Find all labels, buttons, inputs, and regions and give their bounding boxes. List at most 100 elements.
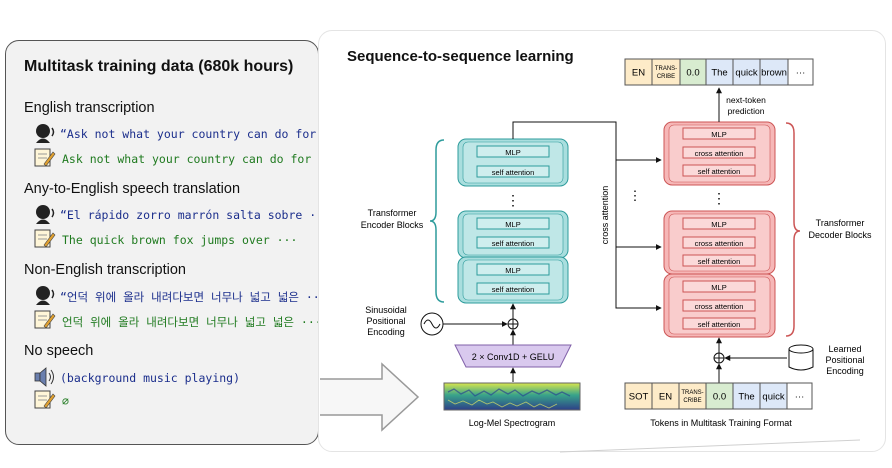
token-label: 0.0	[713, 392, 726, 403]
section-heading-translation: Any-to-English speech translation	[24, 181, 241, 197]
self-attention-label: self attention	[698, 320, 741, 329]
token-box	[651, 58, 681, 86]
mlp-label: MLP	[711, 283, 726, 292]
memo-icon	[34, 310, 56, 329]
mlp-label: MLP	[711, 220, 726, 229]
token-label: The	[738, 392, 754, 403]
decoder-block: MLP cross attention self attention	[663, 210, 776, 275]
token-label: TRANS-	[681, 390, 703, 396]
token-label: quick	[735, 68, 757, 79]
decoder-brace	[785, 122, 801, 337]
conv-label: 2 × Conv1D + GELU	[472, 352, 555, 362]
token-label: EN	[659, 392, 672, 403]
input-token-row: SOT EN TRANS- CRIBE 0.0 The quick ···	[624, 382, 813, 410]
next-token-label: next-token	[726, 95, 766, 105]
self-attention-label: self attention	[698, 257, 741, 266]
left-panel-icons	[34, 124, 56, 409]
memo-icon	[34, 229, 56, 248]
cross-attention-label: cross attention	[600, 186, 610, 245]
cross-attention-label: cross attention	[695, 239, 744, 248]
next-token-label: prediction	[728, 106, 765, 116]
token-label: SOT	[629, 392, 649, 403]
memo-icon	[34, 148, 56, 167]
encoder-block: MLP self attention	[457, 138, 569, 187]
diagram-card	[318, 30, 886, 452]
sinusoidal-label: Sinusoidal	[365, 305, 407, 315]
learned-label: Positional	[825, 355, 864, 365]
section-heading-non-english: Non-English transcription	[24, 262, 186, 278]
memo-icon	[34, 390, 56, 409]
decoder-block: MLP cross attention self attention	[663, 273, 776, 338]
token-label: CRIBE	[683, 398, 701, 404]
token-box	[624, 382, 653, 410]
learned-label: Encoding	[826, 366, 864, 376]
token-label: The	[711, 68, 727, 79]
encoder-label: Encoder Blocks	[361, 220, 424, 230]
speaking-head-icon	[36, 205, 55, 224]
token-box	[786, 382, 813, 410]
section-heading-english-transcription: English transcription	[24, 100, 155, 116]
tokens-label: Tokens in Multitask Training Format	[650, 418, 792, 428]
decoder-label: Decoder Blocks	[808, 230, 872, 240]
panel-title: Multitask training data (680k hours)	[24, 58, 294, 75]
token-box	[732, 382, 761, 410]
token-box	[651, 382, 680, 410]
mlp-label: MLP	[711, 130, 726, 139]
encoder-block: MLP self attention	[457, 210, 569, 259]
token-label: ···	[795, 392, 805, 403]
token-label: CRIBE	[657, 74, 675, 80]
encoder-ellipsis: ⋮	[506, 192, 520, 208]
token-label: ···	[796, 68, 806, 79]
audio-sample-text: “Ask not what your country can do for ··…	[60, 127, 351, 141]
speaking-head-icon	[36, 286, 55, 305]
transcript-sample-text: Ask not what your country can do for ···	[62, 152, 339, 166]
token-box	[759, 382, 788, 410]
conv-block	[454, 344, 572, 368]
token-label: 0.0	[686, 68, 699, 79]
audio-sample-text: “언덕 위에 올라 내려다보면 너무나 넓고 넓은 ···”	[60, 290, 334, 304]
token-box	[705, 58, 734, 86]
encoder-brace	[429, 139, 445, 303]
self-attention-label: self attention	[698, 167, 741, 176]
token-label: brown	[761, 68, 787, 79]
self-attention-label: self attention	[492, 239, 535, 248]
token-box	[705, 382, 734, 410]
output-token-row: EN TRANS- CRIBE 0.0 The quick brown ···	[624, 58, 814, 86]
decoder-ellipsis: ⋮	[712, 190, 726, 206]
token-box	[678, 382, 707, 410]
speaking-head-icon	[36, 124, 55, 143]
transcript-sample-text: 언덕 위에 올라 내려다보면 너무나 넓고 넓은 ···	[62, 315, 322, 329]
audio-sample-text: (background music playing)	[60, 371, 241, 385]
spectrogram-label: Log-Mel Spectrogram	[469, 418, 556, 428]
encoder-label: Transformer	[368, 208, 417, 218]
token-box	[787, 58, 814, 86]
transcript-sample-text: The quick brown fox jumps over ···	[62, 233, 298, 247]
cross-attention-label: cross attention	[695, 149, 744, 158]
decoder-label: Transformer	[816, 218, 865, 228]
spectrogram-image	[443, 382, 581, 411]
diagram-title: Sequence-to-sequence learning	[347, 48, 574, 65]
audio-sample-text: “El rápido zorro marrón salta sobre ···”	[60, 208, 337, 222]
token-label: TRANS-	[655, 66, 677, 72]
token-label: quick	[762, 392, 784, 403]
sinusoidal-label: Positional	[366, 316, 405, 326]
decoder-block: MLP cross attention self attention	[663, 121, 776, 186]
architecture-diagram: MLP self attention ⋮ MLP self attention …	[361, 58, 872, 453]
mlp-label: MLP	[505, 220, 520, 229]
database-icon	[788, 344, 814, 371]
encoder-block: MLP self attention	[457, 256, 569, 304]
self-attention-label: self attention	[492, 168, 535, 177]
transcript-sample-text: ∅	[62, 394, 69, 408]
learned-label: Learned	[828, 344, 861, 354]
self-attention-label: self attention	[492, 285, 535, 294]
section-heading-no-speech: No speech	[24, 343, 94, 359]
token-label: EN	[632, 68, 645, 79]
mlp-label: MLP	[505, 148, 520, 157]
sinusoidal-label: Encoding	[367, 327, 405, 337]
cross-attention-label: cross attention	[695, 302, 744, 311]
training-data-panel	[5, 40, 319, 445]
flow-arrow-icon	[320, 362, 420, 432]
speaker-volume-icon	[34, 367, 54, 387]
cross-dots: ⋮	[629, 188, 642, 203]
mlp-label: MLP	[505, 266, 520, 275]
